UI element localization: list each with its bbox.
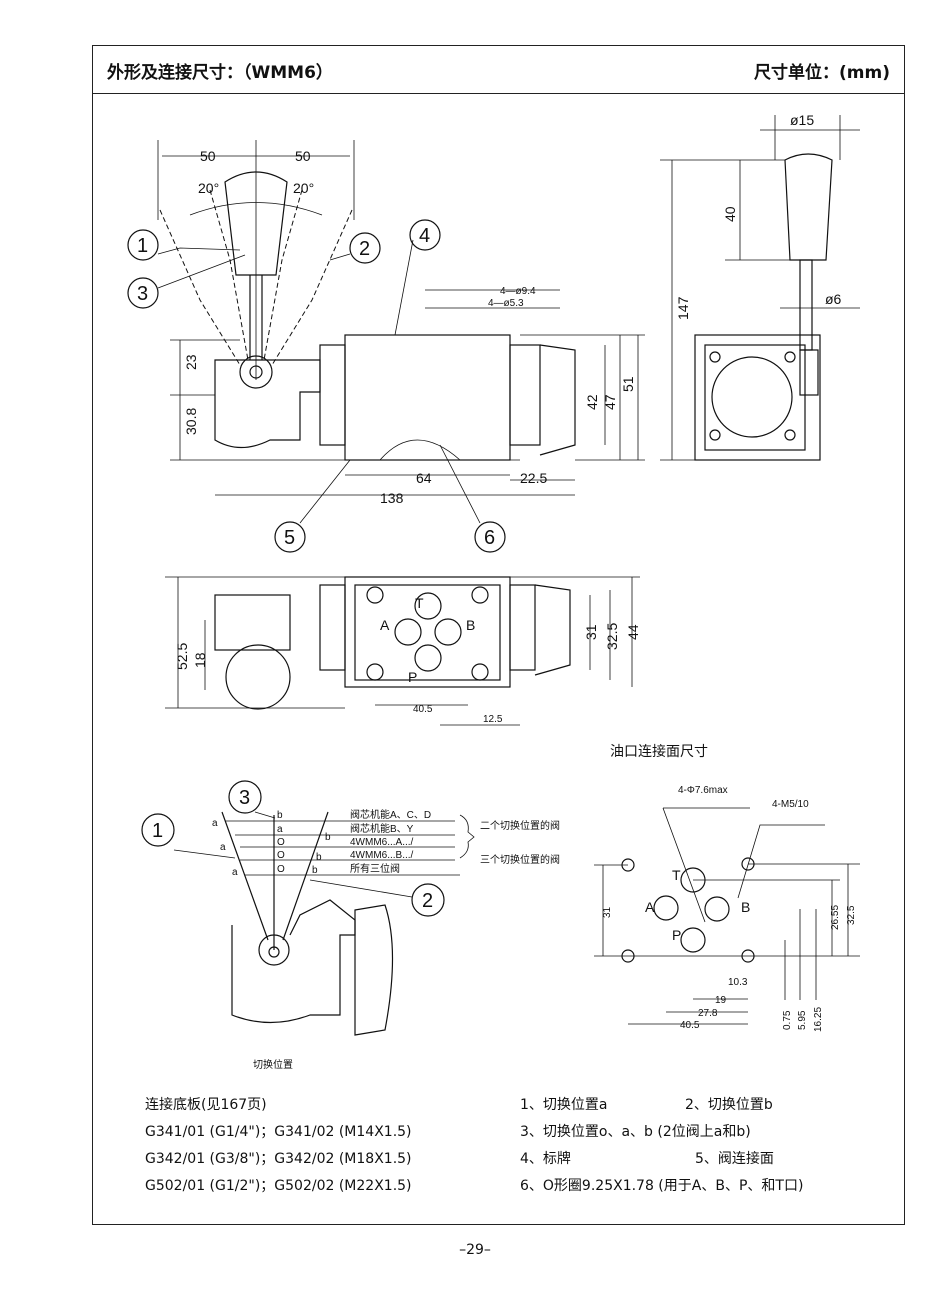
page-number: –29– — [459, 1242, 491, 1258]
dim-label: ø6 — [825, 291, 842, 307]
dim-label: 147 — [675, 296, 691, 320]
header-bar: 外形及连接尺寸：（WMM6） 尺寸单位：(mm) — [93, 46, 904, 94]
side-view: ø15 147 40 ø6 — [660, 112, 860, 461]
dim-label: ø15 — [790, 112, 814, 128]
thread-note: 4-M5/10 — [772, 799, 809, 810]
port-label: B — [741, 899, 750, 915]
spool-row-label: 4WMM6...B.../ — [350, 850, 414, 861]
position-mark: O — [277, 864, 285, 875]
dim-label: 47 — [602, 394, 618, 410]
page-frame: 外形及连接尺寸：（WMM6） 尺寸单位：(mm) — [92, 45, 905, 1225]
group-three-label: 三个切换位置的阀 — [480, 853, 560, 866]
subplate-item: G341/01 (G1/4")；G341/02 (M14X1.5) — [145, 1124, 412, 1140]
subplate-item: G342/01 (G3/8")；G342/02 (M18X1.5) — [145, 1151, 412, 1167]
dim-label: 4—ø9.4 — [500, 286, 536, 297]
switch-position-detail: 1 3 2 a a a b a O O O b b b 阀芯机能A、C、D 阀芯… — [141, 780, 560, 1071]
callout-4: 4 — [419, 225, 430, 247]
dim-label: 22.5 — [520, 470, 547, 486]
dim-label: 50 — [200, 148, 216, 164]
callout-1: 1 — [137, 235, 148, 257]
position-mark: a — [277, 824, 283, 835]
dim-label: 19 — [715, 995, 727, 1006]
dim-label: 30.8 — [183, 408, 199, 435]
dim-label: 40 — [722, 206, 738, 222]
position-mark: b — [312, 865, 318, 876]
dim-label: 40.5 — [413, 704, 433, 715]
callout-5: 5 — [284, 527, 295, 549]
legend: 1、切换位置a 2、切换位置b 3、切换位置o、a、b (2位阀上a和b) 4、标… — [520, 1092, 900, 1200]
position-mark: O — [277, 850, 285, 861]
legend-item: 5、阀连接面 — [695, 1151, 774, 1167]
dim-label: 31 — [602, 906, 613, 918]
legend-item: 2、切换位置b — [685, 1097, 773, 1113]
callout-2: 2 — [359, 238, 370, 260]
port-label: B — [466, 617, 475, 633]
port-face: 油口连接面尺寸 4-Φ7.6max 4-M5/10 T A B P 31 26.… — [594, 743, 860, 1032]
dim-label: 27.8 — [698, 1008, 718, 1019]
dim-label: 12.5 — [483, 714, 503, 725]
legend-item: 6、O形圈9.25X1.78 (用于A、B、P、和T口) — [520, 1178, 804, 1194]
dim-label: 32.5 — [846, 905, 857, 925]
callout-2: 2 — [422, 890, 433, 912]
dim-label: 51 — [620, 376, 636, 392]
dim-label: 64 — [416, 470, 432, 486]
legend-item: 4、标牌 — [520, 1151, 571, 1167]
port-label: P — [672, 927, 681, 943]
position-mark: a — [212, 818, 218, 829]
dim-label: 23 — [183, 354, 199, 370]
subplate-title: 连接底板(见167页) — [145, 1097, 267, 1113]
callout-3: 3 — [137, 283, 148, 305]
callout-6: 6 — [484, 527, 495, 549]
port-label: A — [645, 899, 655, 915]
dim-label: 18 — [192, 652, 208, 668]
position-mark: a — [232, 867, 238, 878]
dim-label: 26.55 — [830, 905, 841, 930]
subplate-notes: 连接底板(见167页) G341/01 (G1/4")；G341/02 (M14… — [145, 1092, 412, 1200]
port-label: P — [408, 669, 417, 685]
front-view: 50 50 20° 20° 23 30.8 64 138 22.5 42 47 … — [127, 140, 645, 553]
dim-label: 40.5 — [680, 1020, 700, 1031]
callout-1: 1 — [152, 820, 163, 842]
dim-label: 20° — [293, 180, 314, 196]
spool-row-label: 阀芯机能B、Y — [350, 822, 414, 835]
dim-label: 16.25 — [813, 1007, 824, 1032]
mount-holes — [621, 857, 755, 963]
port-label: T — [415, 595, 424, 611]
spool-row-label: 4WMM6...A.../ — [350, 837, 414, 848]
unit-label: 尺寸单位：(mm) — [754, 63, 890, 83]
group-two-label: 二个切换位置的阀 — [480, 819, 560, 832]
position-mark: a — [220, 842, 226, 853]
subplate-item: G502/01 (G1/2")；G502/02 (M22X1.5) — [145, 1178, 412, 1194]
position-mark: b — [316, 852, 322, 863]
dim-label: 42 — [584, 394, 600, 410]
port-label: T — [672, 867, 681, 883]
callout-3: 3 — [239, 787, 250, 809]
dim-label: 50 — [295, 148, 311, 164]
position-mark: b — [277, 810, 283, 821]
position-mark: b — [325, 832, 331, 843]
port-label: A — [380, 617, 390, 633]
port-face-title: 油口连接面尺寸 — [610, 743, 708, 759]
dim-label: 5.95 — [797, 1010, 808, 1030]
page-title: 外形及连接尺寸：（WMM6） — [107, 63, 333, 83]
hole-note: 4-Φ7.6max — [678, 785, 728, 796]
dim-label: 44 — [625, 624, 641, 640]
dim-label: 4—ø5.3 — [488, 298, 524, 309]
dim-label: 0.75 — [782, 1010, 793, 1030]
dim-label: 31 — [583, 624, 599, 640]
legend-item: 3、切换位置o、a、b (2位阀上a和b) — [520, 1124, 751, 1140]
spool-row-label: 所有三位阀 — [350, 862, 400, 875]
dim-label: 52.5 — [174, 643, 190, 670]
top-view: T A B P 52.5 18 31 32.5 44 40.5 12.5 — [165, 576, 641, 726]
dim-label: 20° — [198, 180, 219, 196]
legend-item: 1、切换位置a — [520, 1097, 608, 1113]
position-caption: 切换位置 — [253, 1058, 293, 1071]
dim-label: 32.5 — [604, 623, 620, 650]
position-mark: O — [277, 837, 285, 848]
dim-label: 138 — [380, 490, 404, 506]
spool-row-label: 阀芯机能A、C、D — [350, 808, 431, 821]
dim-label: 10.3 — [728, 977, 748, 988]
